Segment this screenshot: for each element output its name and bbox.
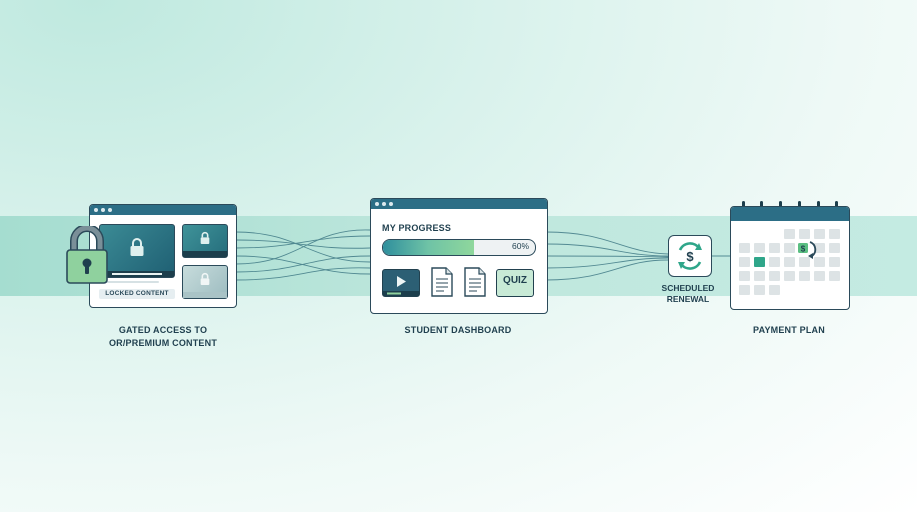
- caption-line: RENEWAL: [666, 294, 710, 304]
- lock-icon: [130, 237, 144, 256]
- window-dot: [108, 208, 112, 212]
- svg-text:$: $: [801, 245, 806, 254]
- video-progress: [183, 251, 227, 257]
- window-dot: [101, 208, 105, 212]
- gated-content-window: LOCKED CONTENT: [89, 204, 237, 308]
- video-tile[interactable]: [382, 269, 420, 297]
- gated-caption: GATED ACCESS TO OR/PREMIUM CONTENT: [88, 324, 238, 350]
- window-dot: [94, 208, 98, 212]
- lock-icon: [200, 232, 210, 245]
- window-dot: [389, 202, 393, 206]
- caption-line: SCHEDULED: [661, 283, 715, 293]
- highlighted-day: [754, 257, 765, 267]
- document-icon[interactable]: [431, 267, 453, 297]
- dashboard-caption: STUDENT DASHBOARD: [404, 325, 512, 335]
- lock-icon: [200, 273, 210, 286]
- locked-video-thumb[interactable]: [182, 224, 228, 258]
- locked-content-tag: LOCKED CONTENT: [99, 289, 175, 299]
- progress-fill: [383, 240, 475, 255]
- calendar-grid: $: [739, 229, 840, 295]
- locked-video-main[interactable]: [99, 224, 175, 278]
- video-progress: [183, 292, 227, 298]
- progress-bar: 60%: [382, 239, 536, 256]
- scheduled-renewal-box: $: [668, 235, 712, 277]
- window-dot: [382, 202, 386, 206]
- document-icon[interactable]: [464, 267, 486, 297]
- svg-text:$: $: [686, 249, 694, 264]
- calendar-icon: $: [730, 206, 850, 310]
- payment-day: $: [798, 241, 817, 259]
- window-dot: [375, 202, 379, 206]
- student-dashboard-window: MY PROGRESS 60% QUIZ: [370, 198, 548, 314]
- payment-plan-caption: PAYMENT PLAN: [753, 325, 825, 335]
- window-titlebar: [371, 199, 547, 209]
- locked-video-thumb[interactable]: [182, 265, 228, 299]
- renewal-caption: SCHEDULED RENEWAL: [648, 283, 728, 305]
- caption-line: GATED ACCESS TO: [118, 325, 208, 335]
- caption-line: OR/PREMIUM CONTENT: [108, 338, 218, 348]
- calendar-header: [731, 207, 849, 221]
- video-progress: [100, 271, 174, 277]
- play-icon: [383, 276, 419, 296]
- window-titlebar: [90, 205, 236, 215]
- progress-percent: 60%: [511, 241, 529, 251]
- quiz-tile[interactable]: QUIZ: [496, 269, 534, 297]
- progress-title: MY PROGRESS: [382, 223, 452, 233]
- dollar-renew-icon: $: [678, 242, 702, 270]
- dollar-renew-icon: $: [798, 241, 817, 259]
- padlock-icon: [66, 226, 108, 284]
- text-placeholder: [99, 281, 159, 283]
